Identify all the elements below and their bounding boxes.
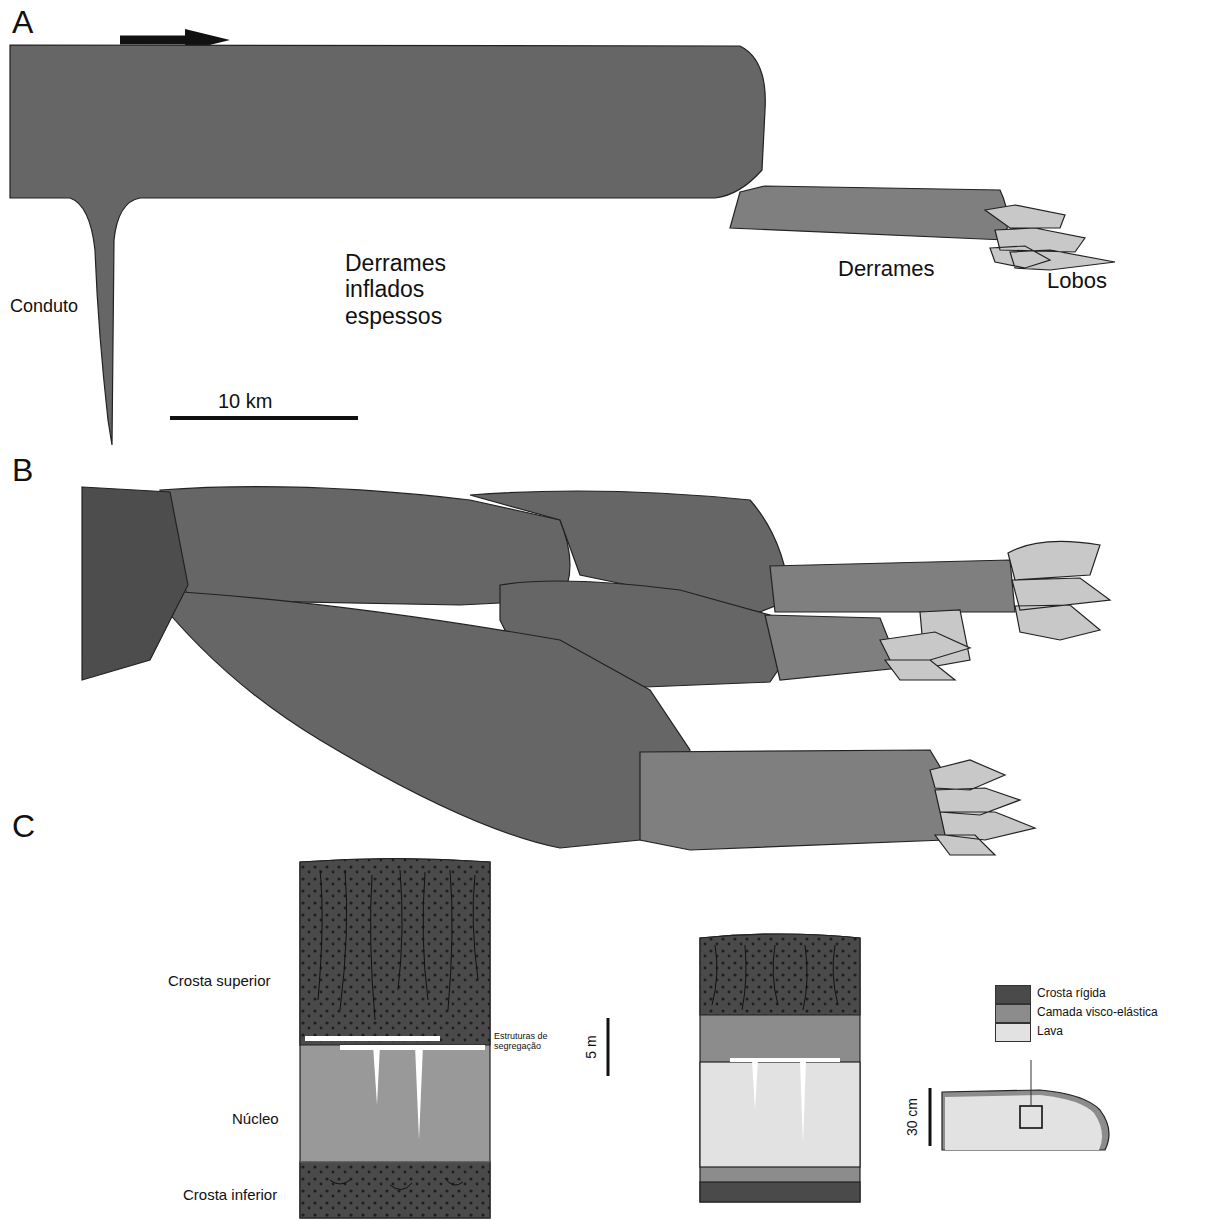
- callout-label: Estruturas de segregação: [494, 1031, 584, 1052]
- region-label: Conduto: [10, 296, 78, 317]
- legend-swatch: [995, 1023, 1031, 1042]
- legend-text: Crosta rígida: [1037, 987, 1106, 1001]
- layer-label: Crosta inferior: [183, 1186, 277, 1203]
- layer-label: Crosta superior: [168, 972, 271, 989]
- legend-text: Camada visco-elástica: [1037, 1006, 1158, 1020]
- layer-label: Núcleo: [232, 1110, 279, 1127]
- legend-swatch: [995, 985, 1031, 1004]
- region-label: Lobos: [1047, 268, 1107, 293]
- panel-letter: C: [12, 808, 35, 845]
- scale-label: 5 m: [583, 1035, 599, 1058]
- panel-letter: A: [12, 4, 33, 41]
- region-label: Derrames: [838, 256, 935, 281]
- legend-swatch: [995, 1004, 1031, 1023]
- panel-letter: B: [12, 452, 33, 489]
- region-label: Derrames inflados espessos: [345, 250, 465, 329]
- legend-text: Lava: [1037, 1025, 1063, 1039]
- scale-label: 30 cm: [904, 1098, 920, 1136]
- scale-label: 10 km: [218, 390, 272, 413]
